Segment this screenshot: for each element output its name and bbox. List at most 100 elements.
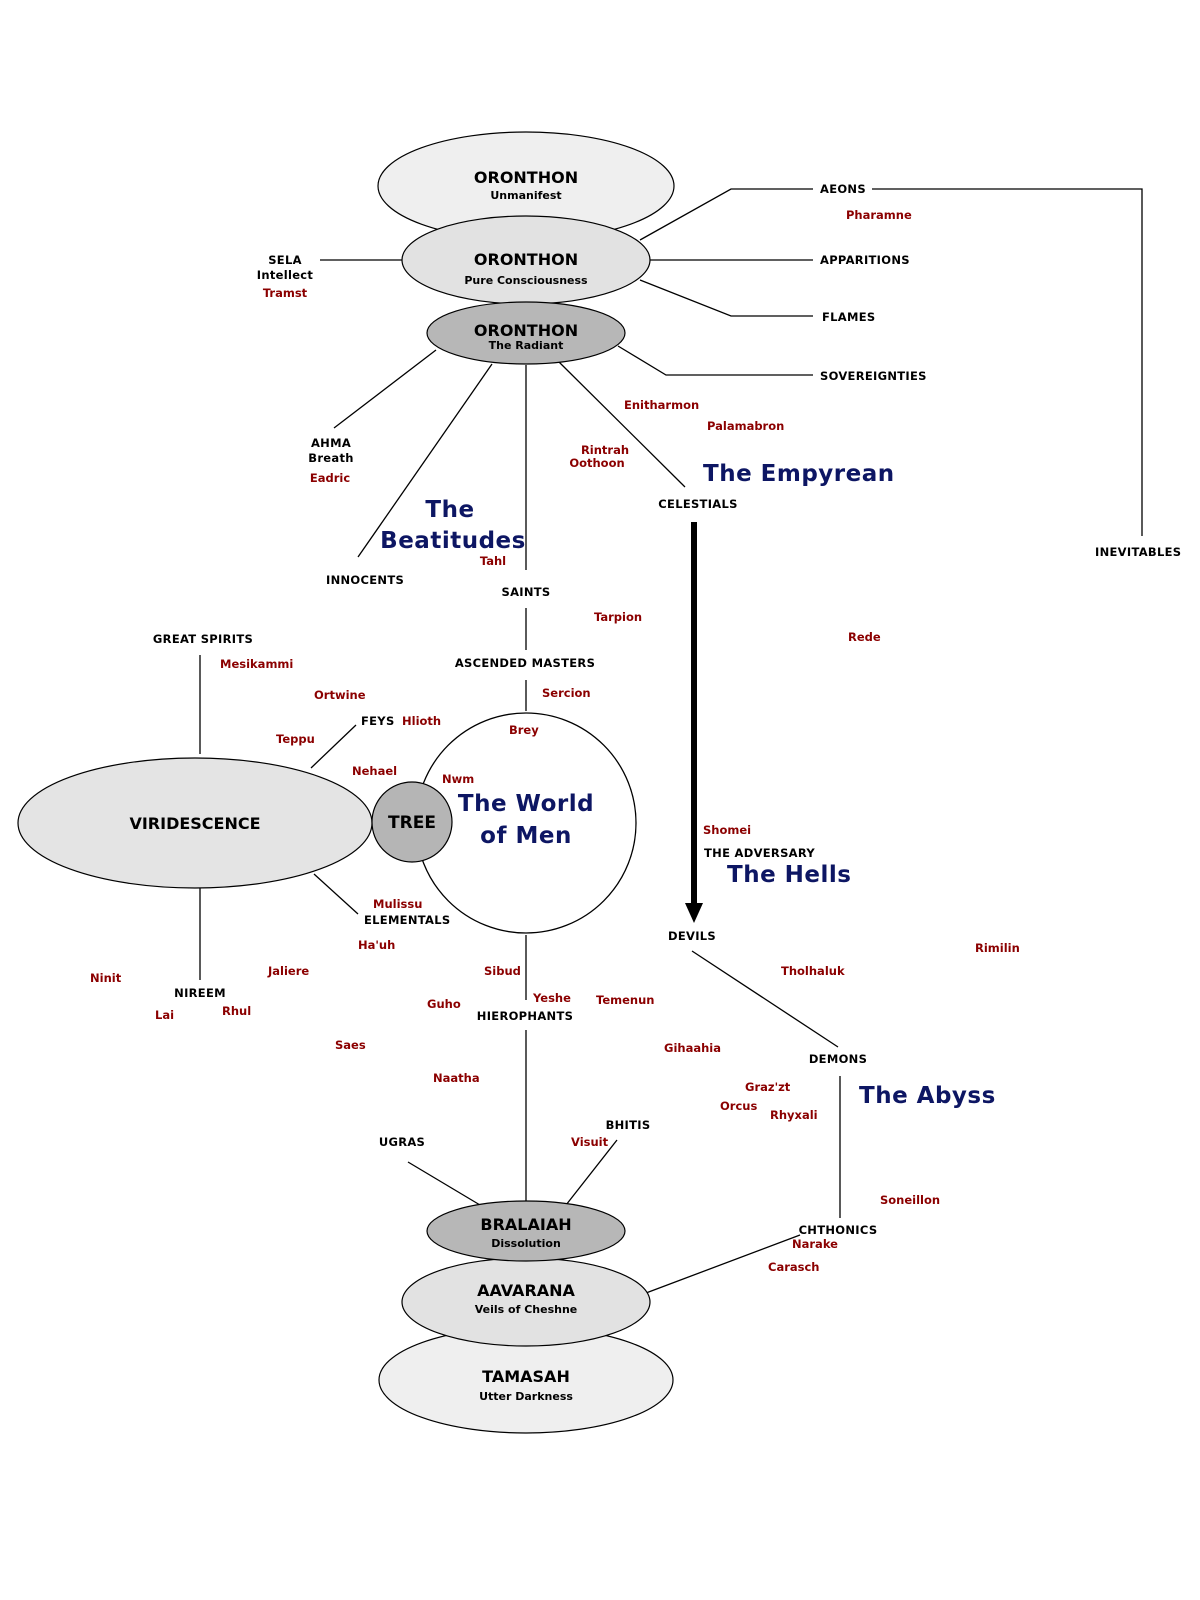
node-subtitle: Unmanifest: [490, 189, 561, 202]
name-saes: Saes: [335, 1038, 366, 1052]
line-to-aeons: [639, 188, 813, 241]
realm-world-line1: The World: [458, 791, 594, 817]
node-subtitle: The Radiant: [489, 339, 564, 352]
realm-hells: The Hells: [727, 862, 851, 888]
name-hlioth: Hlioth: [402, 714, 441, 728]
name-eadric: Eadric: [310, 471, 350, 485]
realm-abyss: The Abyss: [859, 1083, 996, 1109]
name-mulissu: Mulissu: [373, 897, 422, 911]
node-title: TREE: [388, 813, 436, 833]
node-title: BRALAIAH: [480, 1215, 571, 1234]
label-apparitions: APPARITIONS: [820, 253, 910, 267]
label-celestials: CELESTIALS: [658, 497, 737, 511]
node-title: AAVARANA: [477, 1281, 575, 1300]
line-to-elementals: [313, 873, 359, 915]
character-names: Pharamne Tramst Enitharmon Palamabron Ri…: [90, 208, 1020, 1274]
name-sibud: Sibud: [484, 964, 521, 978]
name-enitharmon: Enitharmon: [624, 398, 699, 412]
line-ugras-bralaiah: [407, 1161, 481, 1206]
node-title: ORONTHON: [474, 321, 578, 340]
realm-titles: The Empyrean The Beatitudes The World of…: [380, 461, 996, 1109]
name-sercion: Sercion: [542, 686, 591, 700]
line-chthonics-aavarana: [645, 1234, 801, 1294]
label-saints: SAINTS: [501, 585, 550, 599]
label-feys: FEYS: [361, 714, 395, 728]
name-guho: Guho: [427, 997, 461, 1011]
name-tarpion: Tarpion: [594, 610, 642, 624]
name-grazzt: Graz'zt: [745, 1080, 791, 1094]
realm-world-line2: of Men: [480, 823, 572, 849]
label-aeons: AEONS: [820, 182, 866, 196]
name-hauh: Ha'uh: [358, 938, 395, 952]
name-naatha: Naatha: [433, 1071, 480, 1085]
category-labels: AEONS APPARITIONS FLAMES SOVEREIGNTIES I…: [153, 182, 1181, 1237]
name-palamabron: Palamabron: [707, 419, 784, 433]
label-ahma-sub: Breath: [308, 451, 353, 465]
oronthon-consciousness-node: ORONTHON Pure Consciousness: [401, 215, 651, 305]
name-tholhaluk: Tholhaluk: [781, 964, 845, 978]
name-teppu: Teppu: [276, 732, 315, 746]
line-bhitis-bralaiah: [565, 1139, 618, 1206]
node-title: ORONTHON: [474, 168, 578, 187]
name-narake: Narake: [792, 1237, 838, 1251]
realm-beatitudes-line1: The: [425, 497, 474, 523]
viridescence-node: VIRIDESCENCE: [17, 757, 373, 889]
tree-node: TREE: [371, 781, 453, 863]
name-rhyxali: Rhyxali: [770, 1108, 818, 1122]
line-to-innocents: [357, 363, 493, 558]
node-title: ORONTHON: [474, 250, 578, 269]
label-flames: FLAMES: [822, 310, 875, 324]
label-great-spirits: GREAT SPIRITS: [153, 632, 253, 646]
name-ortwine: Ortwine: [314, 688, 366, 702]
line-to-ahma: [333, 349, 437, 429]
label-elementals: ELEMENTALS: [364, 913, 450, 927]
node-subtitle: Pure Consciousness: [464, 274, 588, 287]
name-rhul: Rhul: [222, 1004, 251, 1018]
label-demons: DEMONS: [809, 1052, 867, 1066]
name-mesikammi: Mesikammi: [220, 657, 293, 671]
name-gihaahia: Gihaahia: [664, 1041, 721, 1055]
label-the-adversary: THE ADVERSARY: [704, 846, 815, 860]
name-rintrah: Rintrah: [581, 443, 629, 457]
name-orcus: Orcus: [720, 1099, 757, 1113]
label-sela: SELA: [268, 253, 302, 267]
label-ugras: UGRAS: [379, 1135, 425, 1149]
node-title: VIRIDESCENCE: [129, 814, 260, 833]
label-nireem: NIREEM: [174, 986, 226, 1000]
name-rimilin: Rimilin: [975, 941, 1020, 955]
oronthon-unmanifest-node: ORONTHON Unmanifest: [377, 131, 675, 241]
line-to-flames: [639, 279, 813, 317]
name-shomei: Shomei: [703, 823, 751, 837]
label-devils: DEVILS: [668, 929, 716, 943]
name-soneillon: Soneillon: [880, 1193, 940, 1207]
name-ninit: Ninit: [90, 971, 122, 985]
name-rede: Rede: [848, 630, 881, 644]
label-ahma: AHMA: [311, 436, 351, 450]
node-title: TAMASAH: [482, 1367, 570, 1386]
realm-beatitudes-line2: Beatitudes: [380, 528, 526, 554]
label-ascended-masters: ASCENDED MASTERS: [455, 656, 595, 670]
node-subtitle: Veils of Cheshne: [475, 1303, 578, 1316]
name-nehael: Nehael: [352, 764, 397, 778]
line-devils-demons: [691, 950, 839, 1048]
descent-arrow: [685, 522, 703, 923]
node-subtitle: Utter Darkness: [479, 1390, 573, 1403]
connector-lines: [199, 188, 1143, 1294]
name-carasch: Carasch: [768, 1260, 819, 1274]
name-nwm: Nwm: [442, 772, 474, 786]
label-innocents: INNOCENTS: [326, 573, 404, 587]
name-lai: Lai: [155, 1008, 174, 1022]
name-temenun: Temenun: [596, 993, 654, 1007]
name-pharamne: Pharamne: [846, 208, 912, 222]
label-chthonics: CHTHONICS: [799, 1223, 878, 1237]
line-to-feys: [310, 724, 357, 769]
label-sovereignties: SOVEREIGNTIES: [820, 369, 927, 383]
label-sela-sub: Intellect: [257, 268, 314, 282]
name-yeshe: Yeshe: [532, 991, 571, 1005]
line-to-celestials: [558, 361, 686, 488]
name-oothoon: Oothoon: [569, 456, 624, 470]
line-to-sovereignties: [617, 345, 813, 376]
label-hierophants: HIEROPHANTS: [477, 1009, 573, 1023]
